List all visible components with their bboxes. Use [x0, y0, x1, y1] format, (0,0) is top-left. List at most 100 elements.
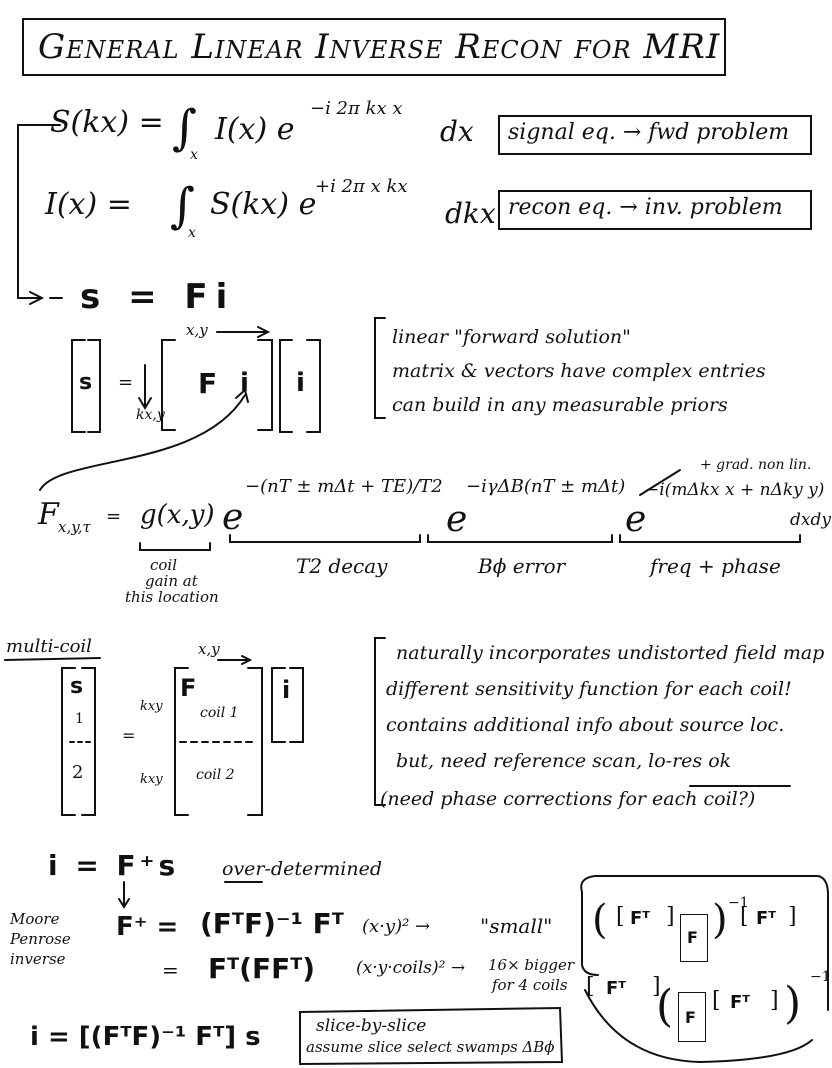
- multicoil-note-3: contains additional info about source lo…: [386, 714, 785, 736]
- multicoil-k2: kxy: [140, 772, 163, 787]
- box1-close: ): [712, 897, 728, 943]
- Fxyt-eq: =: [106, 506, 122, 527]
- coil-gain-label-2: gain at: [145, 572, 198, 590]
- multicoil-heading: multi-coil: [6, 636, 92, 657]
- Fxyt-e1-exp: −(nT ± mΔt + TE)/T2: [245, 476, 443, 497]
- signal-integral-sub: x: [190, 147, 198, 163]
- multicoil-note-2: different sensitivity function for each …: [386, 678, 792, 700]
- title-box: [22, 18, 726, 76]
- box2-bracket-b: ]: [652, 974, 661, 999]
- multicoil-note-4: but, need reference scan, lo-res ok: [396, 750, 732, 772]
- box2-F-box: [678, 992, 706, 1042]
- box2-bracket-c: [: [712, 988, 721, 1013]
- box1-exp: −1: [728, 895, 749, 911]
- box2-F: F: [685, 1008, 696, 1027]
- Fxyt-e3: e: [625, 499, 647, 540]
- pinv1-note-a: (x·y)² →: [362, 916, 431, 937]
- box1-F-box: [680, 914, 708, 962]
- Fxyt-g: g(x,y): [140, 500, 215, 530]
- nonlin-note: + grad. non lin.: [700, 457, 812, 473]
- multicoil-eq: =: [122, 726, 136, 745]
- inverse-line1-note: over-determined: [222, 858, 383, 880]
- signal-note: signal eq. → fwd problem: [508, 120, 790, 145]
- multicoil-coil1: coil 1: [200, 705, 239, 721]
- pinv-lhs: F⁺ =: [116, 912, 179, 942]
- box1-bracket-d: ]: [788, 904, 797, 929]
- linear-note-2: matrix & vectors have complex entries: [392, 360, 766, 382]
- final-note-2: assume slice select swamps ΔBϕ: [306, 1038, 555, 1056]
- linear-note-1: linear "forward solution": [392, 326, 631, 348]
- multicoil-k1: kxy: [140, 699, 163, 714]
- pinv2-note-a: (x·y·coils)² →: [356, 958, 466, 978]
- box2-Ft: Fᵀ: [606, 978, 627, 999]
- recon-eq-exponent: +i 2π x kx: [315, 176, 408, 197]
- recon-integral-sub: x: [188, 225, 196, 241]
- signal-eq-tail: dx: [440, 115, 474, 148]
- t2-decay-label: T2 decay: [296, 554, 388, 578]
- multicoil-row1: 1: [75, 711, 84, 727]
- pinv1-note-b: "small": [480, 914, 553, 938]
- signal-note-box: [498, 115, 812, 155]
- box2-bracket-d: ]: [770, 988, 779, 1013]
- pinv2-note-b1: 16× bigger: [488, 956, 575, 974]
- final-eq: i = [(FᵀF)⁻¹ Fᵀ] s: [30, 1022, 261, 1052]
- multicoil-s-label: s: [70, 674, 84, 699]
- pinv-expr-2: Fᵀ(FFᵀ): [208, 952, 316, 985]
- recon-eq-body: S(kx) e: [210, 187, 317, 222]
- coil-gain-label-1: coil: [150, 556, 178, 574]
- signal-eq-lhs: S(kx) =: [50, 105, 164, 140]
- fwd-xy-label: x,y: [186, 321, 208, 339]
- pinv-eq-2: =: [162, 958, 179, 982]
- multicoil-row2: 2: [72, 762, 84, 783]
- multicoil-i-label: i: [282, 676, 291, 704]
- inverse-line1: i = F⁺s: [48, 849, 180, 882]
- box1-bracket-a: [: [616, 904, 625, 929]
- linear-note-3: can build in any measurable priors: [392, 394, 728, 416]
- multicoil-note-1: naturally incorporates undistorted field…: [396, 642, 825, 664]
- box2-bracket-a: [: [586, 974, 595, 999]
- matrix-form: s = Fi: [80, 277, 236, 317]
- pinv2-note-b2: for 4 coils: [492, 976, 568, 994]
- recon-note-box: [498, 190, 812, 230]
- Fxyt-e1: e: [222, 497, 244, 538]
- recon-note: recon eq. → inv. problem: [508, 195, 783, 220]
- recon-eq-tail: dkx: [445, 197, 496, 230]
- signal-eq-body: I(x) e: [215, 112, 295, 147]
- Fxyt-e2-exp: −iγΔB(nT ± mΔt): [466, 476, 626, 497]
- recon-integral: ∫: [170, 178, 196, 234]
- moore-label: Moore: [10, 910, 60, 928]
- final-note-1: slice-by-slice: [316, 1016, 427, 1036]
- multicoil-xy-label: x,y: [198, 640, 220, 658]
- box1-open: (: [592, 897, 608, 943]
- inverse-label: inverse: [10, 950, 66, 968]
- recon-eq-lhs: I(x) =: [45, 187, 132, 222]
- page-title: General Linear Inverse Recon for MRI: [38, 27, 721, 67]
- b0-error-label: Bϕ error: [478, 554, 566, 578]
- fwd-F-label: F: [198, 367, 218, 400]
- Fxyt-e2: e: [446, 499, 468, 540]
- signal-eq-exponent: −i 2π kx x: [310, 98, 403, 119]
- coil-gain-label-3: this location: [125, 588, 219, 606]
- fwd-s-label: s: [79, 370, 93, 395]
- fwd-i-label: i: [296, 368, 305, 398]
- multicoil-F-label: F: [180, 674, 197, 702]
- box2-Ft2: Fᵀ: [730, 992, 751, 1013]
- box1-F: F: [687, 928, 698, 947]
- box2-open: (: [656, 981, 674, 1032]
- fwd-eq: =: [118, 372, 134, 393]
- fwd-i-inner: i: [240, 368, 249, 398]
- Fxyt-lhs: F: [38, 497, 59, 532]
- multicoil-note-5: (need phase corrections for each coil?): [380, 788, 756, 810]
- box1-Ft2: Fᵀ: [756, 908, 777, 929]
- box2-close: ): [784, 978, 802, 1029]
- Fxyt-lhs-sub: x,y,τ: [58, 518, 91, 536]
- multicoil-coil2: coil 2: [196, 767, 235, 783]
- box1-Ft: Fᵀ: [630, 908, 651, 929]
- box2-exp: −1: [810, 969, 831, 985]
- box1-bracket-c: [: [740, 904, 749, 929]
- pinv-expr-1: (FᵀF)⁻¹ Fᵀ: [200, 907, 344, 940]
- signal-integral: ∫: [172, 100, 198, 156]
- fwd-k-label: kx,y: [136, 407, 165, 423]
